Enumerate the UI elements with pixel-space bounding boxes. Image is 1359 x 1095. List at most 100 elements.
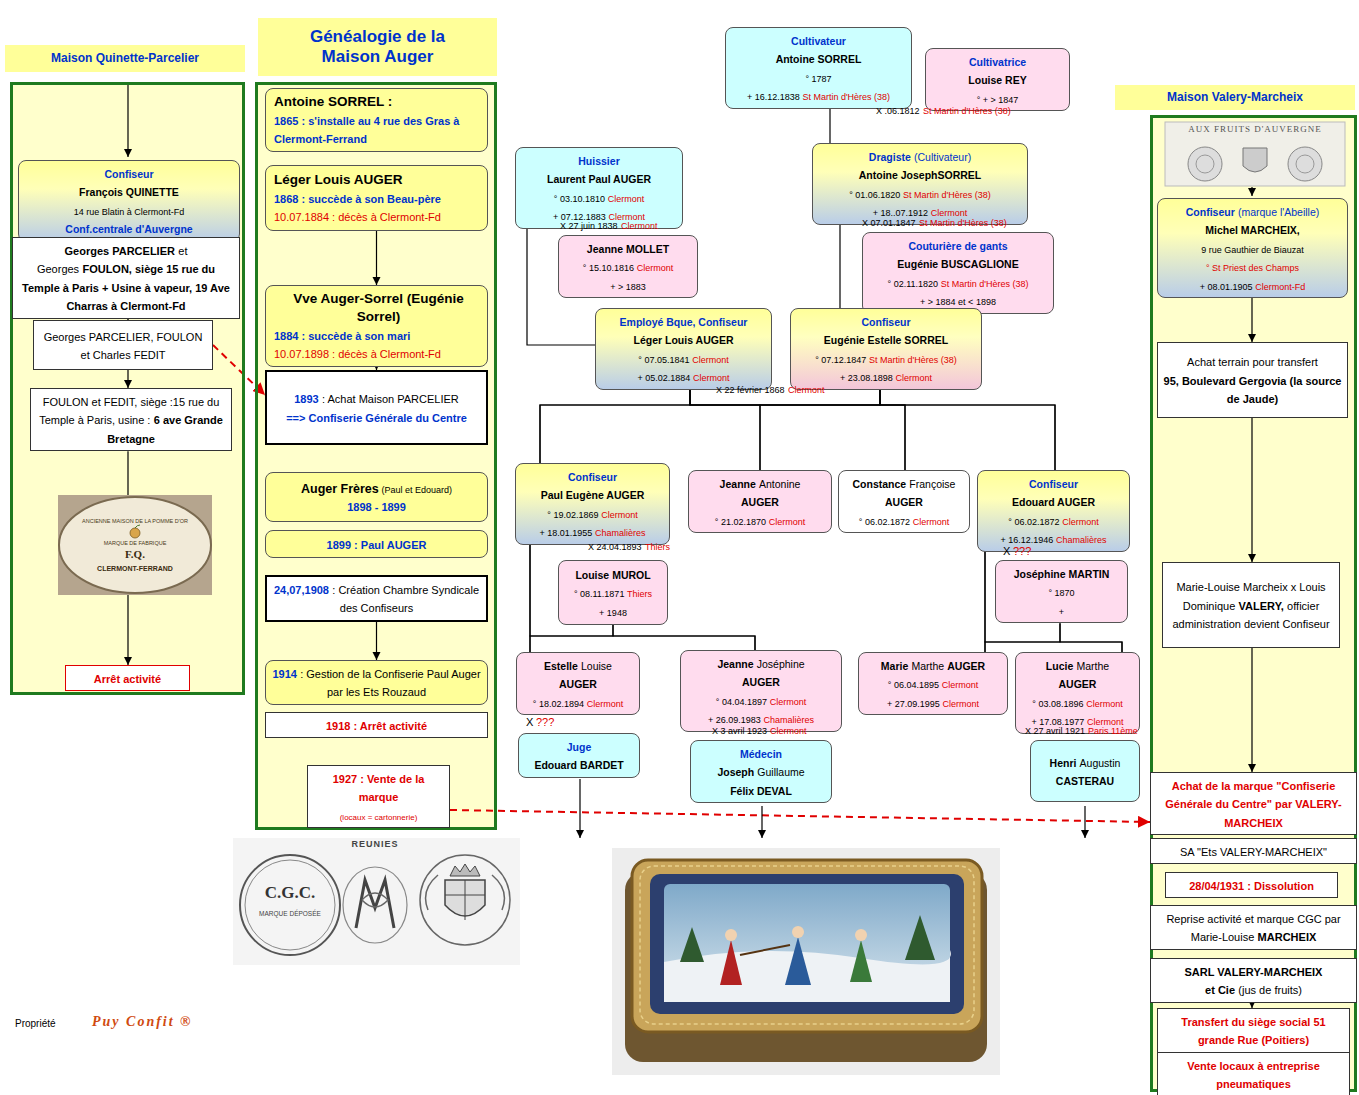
person-box: ConstanceFrançoiseAUGER° 06.02.1872Clerm… bbox=[838, 470, 970, 533]
text-line: Achat terrain pour transfert bbox=[1162, 352, 1343, 370]
person-name: AUGER bbox=[742, 676, 780, 688]
person-name: Laurent Paul AUGER bbox=[547, 173, 651, 185]
candy-tin-photo bbox=[612, 848, 1000, 1075]
person-name: Joséphine MARTIN bbox=[1014, 568, 1110, 580]
aux-fruits-logo bbox=[1196, 155, 1214, 173]
panel-heading-text: Maison Valery-Marcheix bbox=[1167, 91, 1303, 105]
person-name: Lucie bbox=[1046, 660, 1073, 672]
candy-tin-photo bbox=[612, 848, 1000, 1075]
panel-heading: Maison Valery-Marcheix bbox=[1115, 85, 1355, 110]
marriage-note: Clermont bbox=[770, 727, 807, 737]
place: Clermont bbox=[942, 699, 979, 709]
date: + 18..07.1912 bbox=[873, 208, 928, 218]
text-line: + > 1884 et < 1898 bbox=[867, 291, 1049, 309]
marriage-note: X .06.1812 bbox=[876, 107, 920, 117]
text-line: et Cie(jus de fruits) bbox=[1155, 980, 1352, 998]
person-box: MédecinJosephGuillaumeFélix DEVAL bbox=[690, 740, 832, 803]
text-line: AUGER bbox=[685, 672, 837, 690]
event-date: 24,07,1908 bbox=[274, 584, 329, 596]
text-line: 1899 : Paul AUGER bbox=[270, 535, 483, 553]
date: ° 06.04.1895 bbox=[888, 680, 939, 690]
person-name: Louise MUROL bbox=[575, 569, 650, 581]
date: + 08.01.1905 bbox=[1200, 282, 1253, 292]
house-panel: Généalogie de la Maison AugerAntoine SOR… bbox=[255, 82, 497, 830]
text-line: 10.07.1884 : décès à Clermont-Fd bbox=[274, 207, 483, 225]
candy-tin-photo bbox=[855, 929, 867, 941]
person-name: AUGER bbox=[559, 678, 597, 690]
text-line: 1893 : Achat Maison PARCELIER bbox=[271, 389, 482, 407]
text-line: + > 1883 bbox=[563, 276, 693, 294]
pomme-dor-label-photo bbox=[135, 525, 140, 528]
person-box: MarieMartheAUGER° 06.04.1895Clermont+ 27… bbox=[858, 652, 1008, 715]
candy-tin-photo bbox=[725, 929, 737, 941]
text-line: 9 rue Gauthier de Biauzat bbox=[1162, 239, 1343, 257]
person-name: Guillaume bbox=[757, 766, 804, 778]
marriage-note: X bbox=[526, 716, 533, 728]
event-date: 1893 bbox=[294, 393, 318, 405]
footer-text: Propriété bbox=[15, 1018, 56, 1029]
cgc-trademark bbox=[420, 855, 510, 945]
person-box: Couturière de gantsEugénie BUSCAGLIONE° … bbox=[862, 232, 1054, 314]
text-line: AUGER bbox=[843, 492, 965, 510]
date: ° 1787 bbox=[805, 74, 831, 84]
occupation: Confiseur bbox=[1186, 206, 1235, 218]
text-line: Eugénie BUSCAGLIONE bbox=[867, 254, 1049, 272]
box-text: 95, Boulevard Gergovia (la source de Jau… bbox=[1164, 375, 1342, 405]
text-line: ° 06.04.1895Clermont bbox=[863, 674, 1003, 692]
occupation: (Cultivateur) bbox=[914, 151, 971, 163]
logo-text: MARQUE DE FABRIQUE bbox=[58, 540, 212, 546]
box-text: : Achat Maison PARCELIER bbox=[322, 393, 459, 405]
box-text: et Cie bbox=[1205, 984, 1235, 996]
person-name: Antoine SORREL bbox=[776, 53, 862, 65]
text-line: Paul Eugène AUGER bbox=[520, 485, 665, 503]
cgc-trademark bbox=[356, 880, 394, 928]
person-box: Dragiste(Cultivateur)Antoine JosephSORRE… bbox=[812, 143, 1028, 225]
text-line: Laurent Paul AUGER bbox=[520, 169, 678, 187]
marriage-note: Clermont bbox=[788, 386, 825, 396]
person-name: Paul Eugène AUGER bbox=[541, 489, 644, 501]
person-name: Eugénie Estelle SORREL bbox=[824, 334, 948, 346]
candy-tin-photo bbox=[850, 940, 872, 982]
connector bbox=[1251, 418, 1252, 562]
person-name: Antoine JosephSORREL bbox=[859, 169, 982, 181]
marriage-note: Thiers bbox=[645, 543, 670, 553]
box-text: : Création Chambre Syndicale des Confise… bbox=[332, 584, 479, 614]
event-box: Achat terrain pour transfert 95, Boulevar… bbox=[1157, 342, 1348, 418]
occupation: Conf.centrale d'Auvergne bbox=[65, 223, 192, 235]
text-line: Marie-Louise Marcheix x Louis DominiqueV… bbox=[1167, 577, 1335, 632]
aux-fruits-logo bbox=[1165, 122, 1345, 186]
text-line: Louise MUROL bbox=[563, 565, 663, 583]
marriage-note: Clermont bbox=[621, 222, 658, 232]
marriage-note: X 3 avril 1923 bbox=[712, 727, 767, 737]
text-line: Antoine SORREL : bbox=[274, 92, 483, 110]
event-box: Vve Auger-Sorrel (Eugénie Sorrel)1884 : … bbox=[265, 285, 488, 367]
text-line: Edouard BARDET bbox=[523, 755, 635, 773]
text-line: ==> Confiserie Générale du Centre bbox=[271, 408, 482, 426]
text-line: Vente locaux à entreprise pneumatiques bbox=[1162, 1056, 1345, 1093]
marriage-note: ??? bbox=[1013, 545, 1031, 557]
place: Clermont bbox=[1086, 699, 1123, 709]
box-text: Georges PARCELIER, FOULON et Charles FED… bbox=[44, 331, 203, 361]
text-line: ° 07.12.1847St Martin d'Hères (38) bbox=[795, 349, 977, 367]
place: Clermont bbox=[942, 680, 979, 690]
person-name: Antonine bbox=[759, 478, 800, 490]
text-line: Antoine JosephSORREL bbox=[817, 165, 1023, 183]
text-line: Achat de la marque "Confiserie Générale … bbox=[1155, 776, 1352, 831]
aux-fruits-logo bbox=[1296, 155, 1314, 173]
text-line: Félix DEVAL bbox=[695, 781, 827, 799]
date: ° 06.02.1872 bbox=[859, 517, 910, 527]
date: ° 08.11.1871 bbox=[574, 589, 624, 599]
place: Clermont bbox=[601, 510, 638, 520]
date: ° 03.10.1810 bbox=[554, 194, 605, 204]
marriage-note: St Martin d'Hères (38) bbox=[919, 219, 1007, 229]
leader-arrow bbox=[1251, 187, 1252, 196]
occupation: (marque l'Abeille) bbox=[1238, 206, 1319, 218]
person-name: Jeanne bbox=[720, 478, 756, 490]
text-line: ° 01.06.1820St Martin d'Hères (38) bbox=[817, 184, 1023, 202]
date: ° + > 1847 bbox=[977, 95, 1019, 105]
logo-text: REUNIES bbox=[335, 840, 415, 850]
connector bbox=[880, 390, 905, 470]
text-line: Transfert du siège social 51 grande Rue … bbox=[1162, 1012, 1345, 1049]
marriage-note: ??? bbox=[536, 716, 554, 728]
text-line: 1927 : Vente de la marque bbox=[312, 769, 445, 806]
